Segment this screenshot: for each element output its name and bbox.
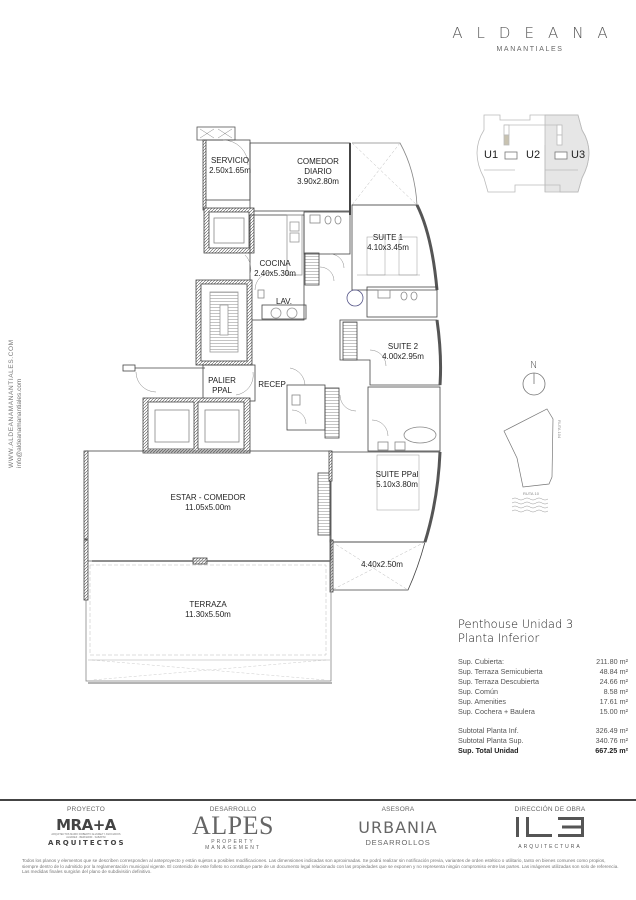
unit-info-panel: Penthouse Unidad 3 Planta Inferior Sup. … — [458, 617, 628, 756]
room-label-terraza: TERRAZA 11.30x5.50m — [185, 600, 231, 619]
subtotal-row: Subtotal Planta Sup.340.76 m² — [458, 736, 628, 745]
room-label-servicio: SERVICIO 2.50x1.65m — [209, 156, 251, 175]
credits-bar: PROYECTO MRA+A ARQUITECTOS MARIO ROBERTO… — [0, 806, 636, 866]
svg-text:RUTA 104: RUTA 104 — [557, 420, 562, 439]
room-label-suite-2: SUITE 2 4.00x2.95m — [382, 342, 424, 361]
urbania-logo: URBANIA — [358, 818, 438, 837]
site-outline — [503, 408, 554, 488]
subtotal-row: Subtotal Planta Inf.326.49 m² — [458, 726, 628, 735]
unit-title: Penthouse Unidad 3 — [458, 617, 574, 631]
room-label-comedor-diario: COMEDOR DIARIO 3.90x2.80m — [297, 157, 339, 186]
key-plan — [476, 114, 590, 193]
area-row: Sup. Cubierta:211.80 m² — [458, 657, 628, 666]
alpes-logo: ALPES — [192, 811, 274, 840]
key-plan-u1: U1 — [484, 149, 498, 161]
room-label-cocina: COCINA 2.40x5.30m — [254, 259, 296, 278]
floor-plan — [83, 126, 443, 684]
key-plan-u2: U2 — [526, 149, 540, 161]
footer-divider — [0, 799, 636, 801]
water-waves-icon — [511, 497, 549, 513]
room-label-suite-ppal: SUITE PPal 5.10x3.80m — [375, 470, 419, 489]
credit-asesora: ASESORA URBANIA DESARROLLOS — [338, 806, 458, 847]
room-label-balcon: 4.40x2.50m — [361, 560, 403, 569]
credit-proyecto: PROYECTO MRA+A ARQUITECTOS MARIO ROBERTO… — [48, 806, 126, 847]
brand-name: ALDEANA — [452, 24, 622, 42]
brand-subtitle: MANANTIALES — [496, 46, 564, 53]
room-label-estar-comedor: ESTAR - COMEDOR 11.05x5.00m — [170, 493, 246, 512]
mra-logo: MRA+A — [56, 816, 116, 834]
unit-floor: Planta Inferior — [458, 631, 540, 645]
legal-disclaimer: Todos los planos y elementos que se desc… — [22, 858, 619, 874]
brand-logo: ALDEANA MANANTIALES — [430, 24, 630, 53]
key-plan-u3: U3 — [571, 149, 585, 161]
credit-direccion: DIRECCIÓN DE OBRA ARQUITECTURA — [505, 806, 595, 850]
room-label-suite-1: SUITE 1 4.10x3.45m — [367, 233, 409, 252]
credit-desarrollo: DESARROLLO ALPES PROPERTY MANAGEMENT — [188, 806, 278, 851]
area-table: Sup. Cubierta:211.80 m² Sup. Terraza Sem… — [458, 657, 628, 756]
north-arrow — [522, 372, 546, 396]
l3-logo — [516, 817, 584, 837]
room-label-recep: RECEP — [258, 380, 286, 389]
svg-text:RUTA 10: RUTA 10 — [523, 491, 540, 496]
room-label-lav: LAV. — [275, 297, 293, 306]
svg-text:N: N — [530, 360, 537, 371]
room-label-palier: PALIER PPAL — [208, 376, 236, 395]
floor-plan-drawing: U1 U2 U3 N RUTA 104 RUTA 10 — [83, 114, 590, 684]
